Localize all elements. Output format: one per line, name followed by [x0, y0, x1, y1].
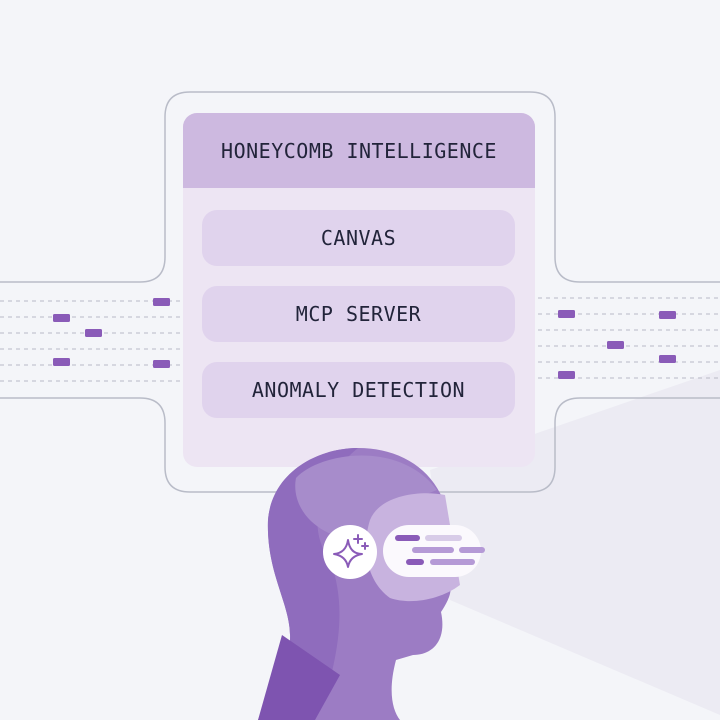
- honeycomb-intelligence-panel: HONEYCOMB INTELLIGENCE CANVAS MCP SERVER…: [183, 113, 535, 467]
- head-top-highlight: [295, 455, 437, 540]
- frame-outline-top: [0, 91, 720, 283]
- head-back-shade: [258, 448, 358, 720]
- feature-canvas: CANVAS: [202, 210, 515, 266]
- right-data-lines: [538, 297, 720, 379]
- right-data-packets: [558, 310, 676, 379]
- feature-mcp-server: MCP SERVER: [202, 286, 515, 342]
- neck-shadow: [258, 635, 340, 720]
- feature-anomaly-detection: ANOMALY DETECTION: [202, 362, 515, 418]
- ai-badge: [323, 525, 377, 579]
- sparkle-icon: [333, 534, 369, 568]
- left-data-packets: [53, 298, 170, 368]
- panel-title: HONEYCOMB INTELLIGENCE: [183, 113, 535, 188]
- thought-text-lines: [395, 535, 485, 565]
